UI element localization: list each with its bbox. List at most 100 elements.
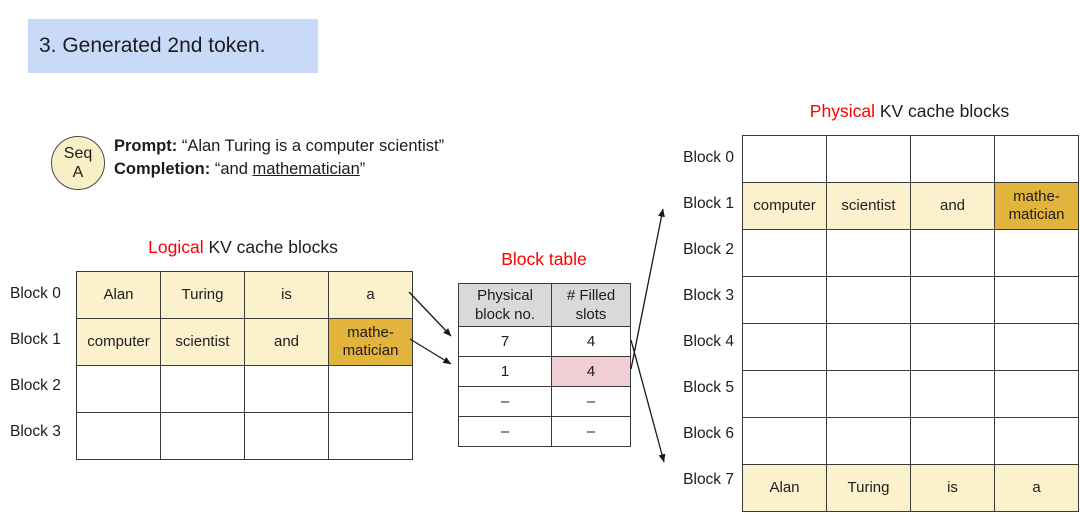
physical-cell: Alan <box>742 464 827 512</box>
physical-cell <box>910 370 995 418</box>
physical-title-red: Physical <box>809 101 875 121</box>
physical-cell <box>826 276 911 324</box>
physical-cell <box>826 323 911 371</box>
physical-cell <box>910 417 995 465</box>
completion-new-token: mathematician <box>252 159 360 178</box>
table-row: 1 4 <box>458 356 631 387</box>
physical-cell <box>910 276 995 324</box>
physical-row-label: Block 7 <box>683 471 734 488</box>
block-table-header-filled: # Filled slots <box>551 283 631 327</box>
physical-row-label: Block 0 <box>683 149 734 166</box>
logical-cell: a <box>328 271 413 319</box>
block-table-cell: 7 <box>458 326 552 357</box>
completion-label: Completion: <box>114 159 211 178</box>
physical-cell <box>826 417 911 465</box>
block-table-cell: – <box>458 416 552 447</box>
table-row <box>76 412 413 460</box>
physical-cell <box>742 323 827 371</box>
physical-cell <box>742 370 827 418</box>
physical-cell-new-token: mathe- matician <box>994 182 1079 230</box>
block-table-title: Block table <box>501 249 587 269</box>
logical-cell <box>160 365 245 413</box>
physical-cell: and <box>910 182 995 230</box>
table-row: computer scientist and mathe- matician <box>76 318 413 366</box>
physical-cell <box>742 276 827 324</box>
physical-cell <box>910 135 995 183</box>
physical-cell <box>742 135 827 183</box>
logical-cell-new-token: mathe- matician <box>328 318 413 366</box>
logical-cell <box>76 365 161 413</box>
completion-line: Completion: “and mathematician” <box>114 158 444 181</box>
physical-row-label: Block 1 <box>683 195 734 212</box>
logical-cell <box>328 412 413 460</box>
arrow-logical-block1-to-blocktable <box>409 338 452 365</box>
physical-cell <box>994 135 1079 183</box>
logical-cell: Alan <box>76 271 161 319</box>
physical-row-label: Block 5 <box>683 379 734 396</box>
logical-title-rest: KV cache blocks <box>203 237 338 257</box>
physical-cell <box>994 417 1079 465</box>
table-row <box>742 135 1079 183</box>
physical-cell <box>826 135 911 183</box>
physical-title-rest: KV cache blocks <box>874 101 1010 121</box>
table-row <box>742 417 1079 465</box>
table-row <box>742 370 1079 418</box>
block-table-cell: 1 <box>458 356 552 387</box>
completion-prefix: “and <box>214 159 253 178</box>
seq-a-badge: Seq A <box>51 136 105 190</box>
table-row: Alan Turing is a <box>76 271 413 319</box>
arrow-blocktable-row7-to-physical-block7 <box>630 339 666 463</box>
physical-cell <box>742 417 827 465</box>
logical-row-label: Block 2 <box>10 377 61 394</box>
logical-cell: Turing <box>160 271 245 319</box>
physical-cell <box>826 370 911 418</box>
logical-row-label: Block 0 <box>10 285 61 302</box>
logical-cell <box>244 365 329 413</box>
block-table-cell-updated: 4 <box>551 356 631 387</box>
physical-cell <box>910 323 995 371</box>
logical-cell <box>244 412 329 460</box>
table-row: computer scientist and mathe- matician <box>742 182 1079 230</box>
logical-cell: and <box>244 318 329 366</box>
logical-blocks-title: Logical KV cache blocks <box>77 237 409 258</box>
physical-cell <box>910 229 995 277</box>
logical-title-red: Logical <box>148 237 204 257</box>
block-table-header-physical: Physical block no. <box>458 283 552 327</box>
seq-id: A <box>72 164 84 181</box>
logical-cell <box>328 365 413 413</box>
physical-blocks-title: Physical KV cache blocks <box>743 101 1076 122</box>
arrow-blocktable-row1-to-physical-block1 <box>630 208 665 370</box>
block-table-cell: – <box>551 386 631 417</box>
table-row: – – <box>458 386 631 417</box>
logical-row-label: Block 1 <box>10 331 61 348</box>
physical-cell: is <box>910 464 995 512</box>
physical-cell: a <box>994 464 1079 512</box>
completion-suffix: ” <box>359 159 366 178</box>
block-table-cell: – <box>551 416 631 447</box>
logical-row-labels: Block 0 Block 1 Block 2 Block 3 <box>10 271 72 455</box>
logical-cell: computer <box>76 318 161 366</box>
physical-kv-cache-table: computer scientist and mathe- matician <box>742 135 1079 512</box>
physical-cell <box>826 229 911 277</box>
arrow-logical-block0-to-blocktable <box>408 291 452 337</box>
logical-cell: scientist <box>160 318 245 366</box>
physical-row-label: Block 3 <box>683 287 734 304</box>
physical-cell <box>994 229 1079 277</box>
physical-cell <box>742 229 827 277</box>
physical-cell: computer <box>742 182 827 230</box>
table-row: Physical block no. # Filled slots <box>458 283 631 327</box>
table-row <box>76 365 413 413</box>
table-row <box>742 323 1079 371</box>
table-row: 7 4 <box>458 326 631 357</box>
physical-cell: scientist <box>826 182 911 230</box>
block-table: Physical block no. # Filled slots 7 4 1 … <box>458 283 631 447</box>
block-table-cell: 4 <box>551 326 631 357</box>
logical-cell <box>76 412 161 460</box>
table-row <box>742 276 1079 324</box>
block-table-cell: – <box>458 386 552 417</box>
logical-kv-cache-table: Alan Turing is a computer scientist and … <box>76 271 413 460</box>
prompt-value: “Alan Turing is a computer scientist” <box>181 137 445 155</box>
logical-cell <box>160 412 245 460</box>
physical-row-labels: Block 0 Block 1 Block 2 Block 3 Block 4 … <box>664 135 734 503</box>
